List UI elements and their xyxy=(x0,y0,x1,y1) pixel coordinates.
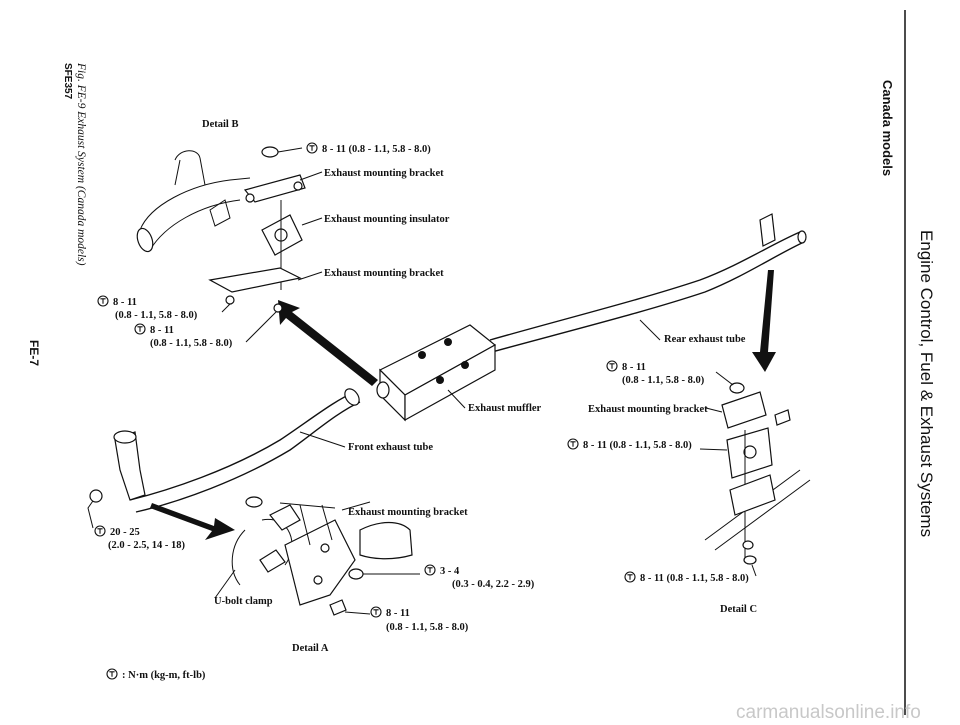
torque-c-top-range: (0.8 - 1.1, 5.8 - 8.0) xyxy=(622,375,705,386)
torque-b-left2-value: 8 - 11 xyxy=(150,325,174,336)
torque-b-left2-range: (0.8 - 1.1, 5.8 - 8.0) xyxy=(150,338,233,349)
detail-a-title: Detail A xyxy=(292,643,329,654)
page-number: FE-7 xyxy=(27,340,41,366)
legend-unit: : N·m (kg-m, ft-lb) xyxy=(122,670,206,681)
label-b-bracket-top: Exhaust mounting bracket xyxy=(324,168,444,179)
region-label: Canada models xyxy=(880,80,895,176)
torque-b-left-value: 8 - 11 xyxy=(113,297,137,308)
torque-legend: : N·m (kg-m, ft-lb) xyxy=(106,668,206,681)
label-front-exhaust-tube: Front exhaust tube xyxy=(348,442,433,453)
detail-b-drawing: Detail B xyxy=(136,119,323,343)
figure-caption-group: SFE357 Fig. FE-9 Exhaust System (Canada … xyxy=(27,62,87,366)
label-b-bracket-bottom: Exhaust mounting bracket xyxy=(324,268,444,279)
torque-symbol-icon xyxy=(106,668,118,680)
figure-code: SFE357 xyxy=(62,63,73,100)
figure-caption: Fig. FE-9 Exhaust System (Canada models) xyxy=(75,62,87,266)
detail-c-title: Detail C xyxy=(720,604,757,615)
torque-c-top-value: 8 - 11 xyxy=(622,362,646,373)
detail-b-title: Detail B xyxy=(202,119,238,130)
torque-c-mid: 8 - 11 (0.8 - 1.1, 5.8 - 8.0) xyxy=(583,440,692,451)
arrow-to-detail-b xyxy=(278,300,378,386)
torque-a-right-range: (0.3 - 0.4, 2.2 - 2.9) xyxy=(452,579,535,590)
torque-a-bottom-value: 8 - 11 xyxy=(386,608,410,619)
section-title: Engine Control, Fuel & Exhaust Systems xyxy=(917,230,936,537)
torque-b-left-range: (0.8 - 1.1, 5.8 - 8.0) xyxy=(115,310,198,321)
torque-b-top: 8 - 11 (0.8 - 1.1, 5.8 - 8.0) xyxy=(322,144,431,155)
label-a-bracket: Exhaust mounting bracket xyxy=(348,507,468,518)
torque-front-range: (2.0 - 2.5, 14 - 18) xyxy=(108,540,185,551)
exhaust-muffler-shape xyxy=(376,324,497,422)
exhaust-pipe-line xyxy=(113,213,807,513)
torque-a-right-value: 3 - 4 xyxy=(440,566,460,577)
label-rear-exhaust-tube: Rear exhaust tube xyxy=(664,334,746,345)
torque-c-bottom: 8 - 11 (0.8 - 1.1, 5.8 - 8.0) xyxy=(640,573,749,584)
detail-a-drawing xyxy=(214,496,420,616)
label-b-insulator: Exhaust mounting insulator xyxy=(324,214,450,225)
label-c-bracket: Exhaust mounting bracket xyxy=(588,404,708,415)
label-exhaust-muffler: Exhaust muffler xyxy=(468,403,542,414)
label-u-bolt-clamp: U-bolt clamp xyxy=(214,596,273,607)
watermark: carmanualsonline.info xyxy=(736,702,921,723)
arrow-to-detail-c xyxy=(752,270,776,372)
detail-c-drawing xyxy=(699,371,811,577)
torque-a-bottom-range: (0.8 - 1.1, 5.8 - 8.0) xyxy=(386,622,469,633)
side-header: Engine Control, Fuel & Exhaust Systems C… xyxy=(880,10,936,715)
torque-front-value: 20 - 25 xyxy=(110,527,140,538)
arrow-to-detail-a xyxy=(150,503,235,540)
